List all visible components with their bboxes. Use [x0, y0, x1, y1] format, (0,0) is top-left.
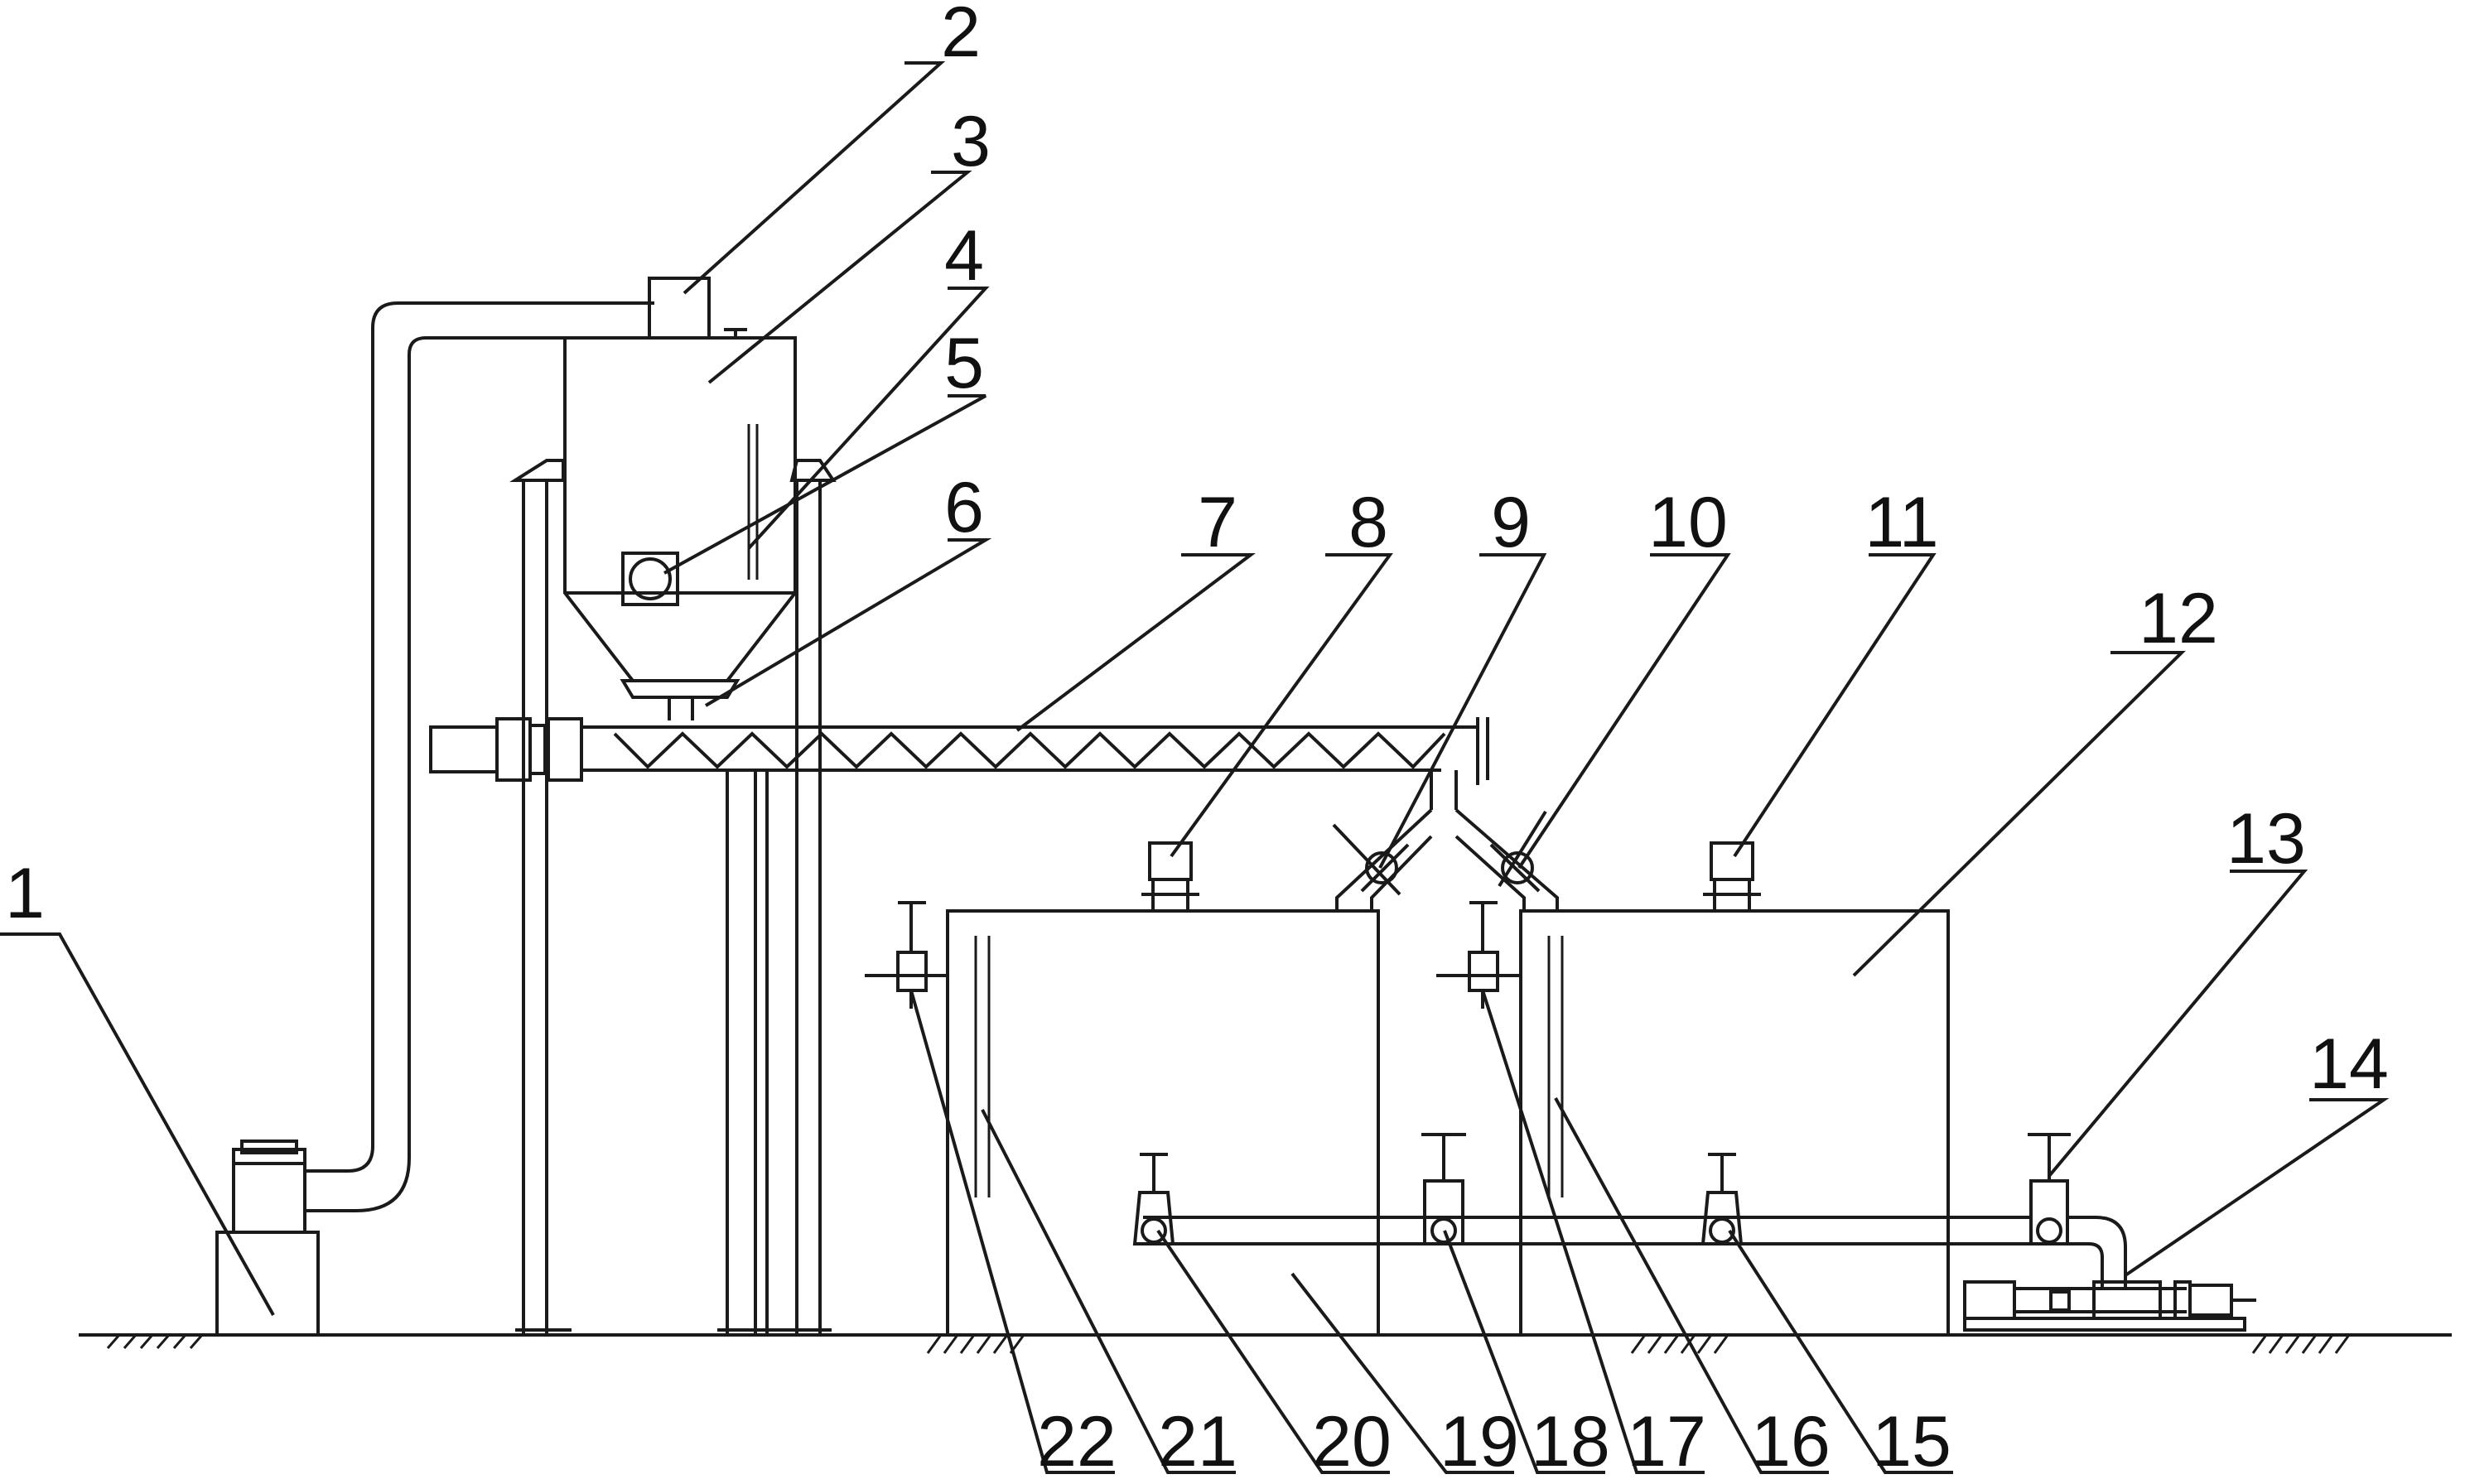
silo [563, 336, 797, 720]
callout-14: 14 [2309, 1024, 2389, 1104]
callout-labels: 1 2 3 4 5 6 7 8 9 10 11 12 13 14 15 16 1… [5, 0, 2389, 1482]
callout-7: 7 [1198, 483, 1237, 562]
dust-collector [648, 277, 747, 340]
callout-16: 16 [1751, 1402, 1831, 1482]
callout-18: 18 [1531, 1402, 1610, 1482]
callout-12: 12 [2139, 579, 2218, 658]
callout-3: 3 [951, 102, 991, 181]
blower-unit [215, 1140, 320, 1337]
conveying-pipe [305, 301, 654, 1212]
leader-lines [0, 61, 2390, 1474]
callout-4: 4 [944, 216, 984, 296]
callout-2: 2 [941, 0, 981, 72]
sight-glass [621, 552, 679, 606]
callout-11: 11 [1864, 483, 1938, 562]
transfer-pump [1963, 1280, 2256, 1332]
callout-20: 20 [1312, 1402, 1392, 1482]
callout-13: 13 [2226, 799, 2306, 879]
ground [79, 1333, 2452, 1354]
water-inlet-valves [865, 901, 1521, 1009]
callout-9: 9 [1491, 483, 1531, 562]
callout-6: 6 [944, 468, 984, 547]
callout-10: 10 [1648, 483, 1728, 562]
callout-19: 19 [1440, 1402, 1519, 1482]
discharge-manifold [1132, 1133, 2127, 1289]
callout-1: 1 [5, 854, 45, 933]
y-branch-distributor [1332, 808, 1559, 909]
screw-conveyor [429, 717, 1489, 810]
callout-21: 21 [1158, 1402, 1237, 1482]
tank-right [1377, 841, 1950, 1337]
support-frame [509, 459, 837, 1335]
callout-22: 22 [1037, 1402, 1117, 1482]
callout-15: 15 [1872, 1402, 1951, 1482]
tank-left [946, 841, 1380, 1337]
callout-5: 5 [944, 324, 984, 403]
callout-8: 8 [1348, 483, 1388, 562]
callout-17: 17 [1627, 1402, 1706, 1482]
